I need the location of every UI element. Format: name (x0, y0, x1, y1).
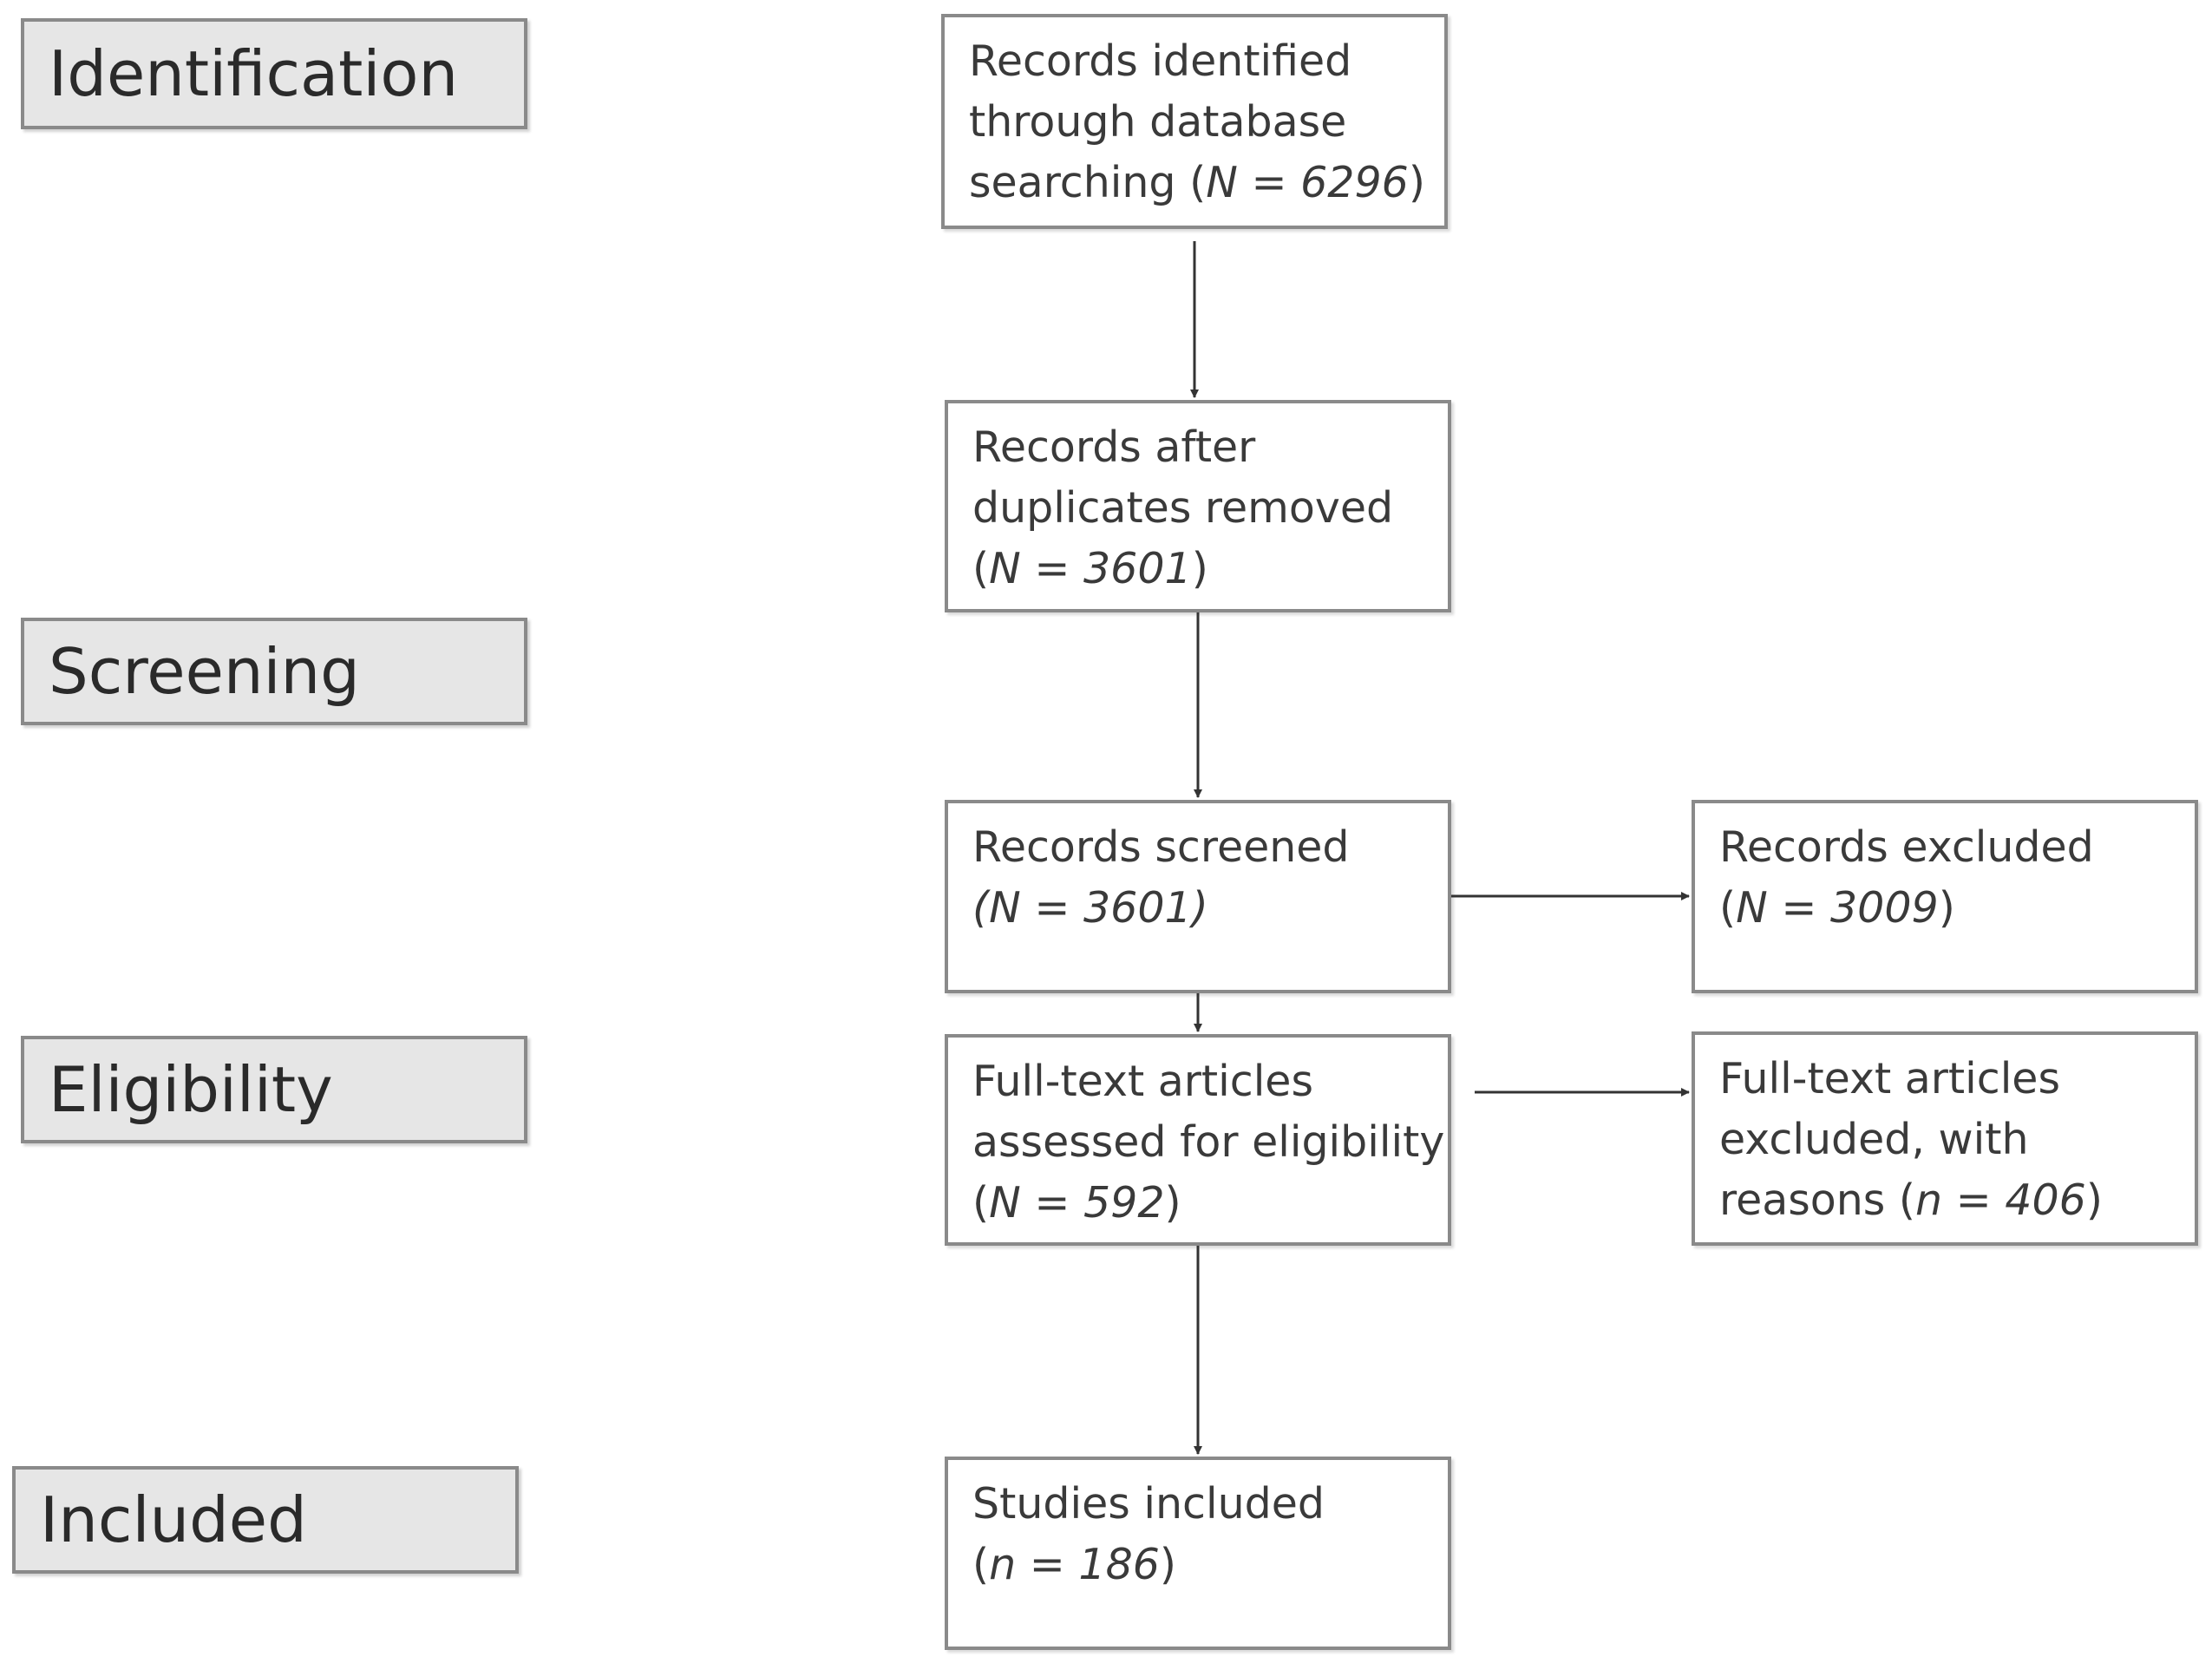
box-records-identified: Records identified through database sear… (941, 14, 1448, 229)
paren-close: ) (1938, 883, 1955, 933)
box-line: excluded, with (1719, 1115, 2029, 1164)
stage-screening: Screening (21, 618, 527, 725)
stat-value: = 6296 (1237, 158, 1409, 207)
paren-open: ( (972, 544, 990, 593)
box-line-stat: (N = 3009) (1719, 878, 2195, 939)
paren-open: ( (972, 1178, 990, 1228)
stat-variable: N (1736, 883, 1768, 933)
stat-value: = 592 (1020, 1178, 1165, 1228)
stat-variable: N (989, 883, 1021, 933)
box-line-stat: (N = 3601) (972, 878, 1448, 939)
paren-close: ) (1159, 1540, 1177, 1589)
box-line: Records identified (969, 36, 1352, 86)
stat-variable: N (989, 544, 1021, 593)
box-line-stat: reasons (n = 406) (1719, 1170, 2195, 1231)
stat-variable: n (989, 1540, 1017, 1589)
paren-close: ) (2085, 1175, 2103, 1225)
paren-open: ( (972, 1540, 990, 1589)
stage-identification-label: Identification (49, 37, 459, 110)
box-fulltext-assessed: Full-text articles assessed for eligibil… (945, 1034, 1451, 1246)
stat-value: = 3601 (1020, 544, 1192, 593)
box-records-excluded: Records excluded (N = 3009) (1692, 800, 2198, 993)
stage-eligibility: Eligibility (21, 1036, 527, 1143)
stage-included: Included (12, 1466, 519, 1574)
stage-included-label: Included (40, 1483, 307, 1556)
box-line: duplicates removed (972, 483, 1394, 533)
paren-open: ( (972, 883, 990, 933)
box-line: through database (969, 97, 1347, 147)
paren-close: ) (1191, 544, 1208, 593)
box-records-screened: Records screened (N = 3601) (945, 800, 1451, 993)
box-line: Full-text articles (972, 1057, 1313, 1106)
box-line: Full-text articles (1719, 1054, 2060, 1103)
stat-value: = 406 (1942, 1175, 2086, 1225)
box-text: searching ( (969, 158, 1207, 207)
box-line-stat: (N = 3601) (972, 539, 1448, 599)
box-line-stat: (n = 186) (972, 1535, 1448, 1595)
stat-variable: N (1206, 158, 1238, 207)
box-fulltext-excluded: Full-text articles excluded, with reason… (1692, 1031, 2198, 1246)
paren-open: ( (1719, 883, 1737, 933)
box-line: Records after (972, 422, 1256, 472)
box-line-stat: (N = 592) (972, 1173, 1448, 1234)
stat-value: = 3601) (1020, 883, 1208, 933)
stat-value: = 3009 (1767, 883, 1939, 933)
stat-variable: n (1915, 1175, 1943, 1225)
box-line: Records screened (972, 822, 1350, 872)
paren-close: ) (1164, 1178, 1181, 1228)
stage-screening-label: Screening (49, 635, 360, 708)
box-text: reasons ( (1719, 1175, 1916, 1225)
box-studies-included: Studies included (n = 186) (945, 1457, 1451, 1650)
stat-value: = 186 (1016, 1540, 1160, 1589)
box-records-deduplicated: Records after duplicates removed (N = 36… (945, 400, 1451, 612)
box-line: assessed for eligibility (972, 1117, 1445, 1167)
box-line: Records excluded (1719, 822, 2094, 872)
stage-identification: Identification (21, 18, 527, 129)
box-line: Studies included (972, 1479, 1325, 1529)
paren-close: ) (1408, 158, 1425, 207)
stat-variable: N (989, 1178, 1021, 1228)
stage-eligibility-label: Eligibility (49, 1053, 333, 1126)
box-line-stat: searching (N = 6296) (969, 153, 1444, 213)
